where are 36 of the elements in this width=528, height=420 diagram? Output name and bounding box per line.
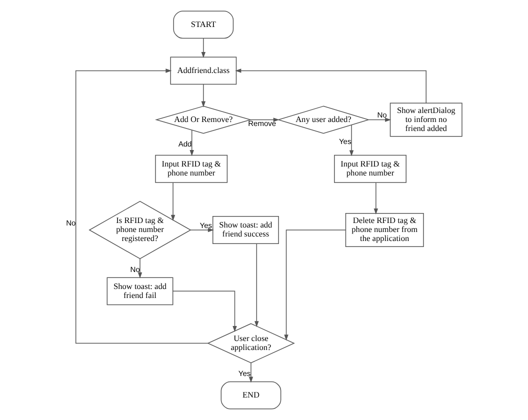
node-box: Input RFID tag & phone number: [334, 154, 406, 183]
arrow: [349, 124, 354, 156]
arrow: [75, 68, 208, 344]
arrow: [368, 118, 392, 122]
arrow: [248, 362, 254, 383]
node-box: Show toast: add friend fail: [106, 277, 174, 306]
node-box: Addfriend.class: [170, 56, 237, 85]
node-box: Show toast: add friend success: [212, 216, 279, 244]
node-diamond: Any user added?: [277, 106, 370, 134]
arrow: [190, 130, 194, 156]
arrow: [201, 84, 206, 108]
node-box: START: [173, 10, 234, 39]
arrow: [190, 228, 214, 232]
edge-label: Remove: [248, 118, 276, 128]
edge-label: Add: [178, 139, 192, 148]
edge-label: Yes: [338, 136, 352, 146]
arrow: [235, 68, 426, 104]
edge-label: Yes: [200, 220, 212, 230]
node-box: Delete RFID tag & phone number from the application: [345, 213, 424, 247]
node-box: END: [220, 381, 282, 410]
arrow: [170, 182, 176, 221]
edge-label: No: [130, 264, 140, 274]
arrow: [250, 118, 280, 122]
arrow: [284, 230, 346, 341]
arrow: [172, 290, 237, 332]
node-box: Show alertDialog to inform no friend added: [390, 102, 462, 137]
arrow: [374, 182, 378, 214]
edge-label: Yes: [238, 369, 251, 378]
arrow: [201, 38, 206, 58]
node-diamond: Is RFID tag & phone number registered?: [88, 200, 192, 260]
edge-label: No: [66, 218, 76, 228]
arrow: [138, 258, 142, 278]
node-diamond: User close application?: [207, 323, 295, 364]
arrow: [254, 243, 259, 328]
node-box: Input RFID tag & phone number: [155, 154, 228, 183]
edge-label: No: [377, 110, 387, 120]
